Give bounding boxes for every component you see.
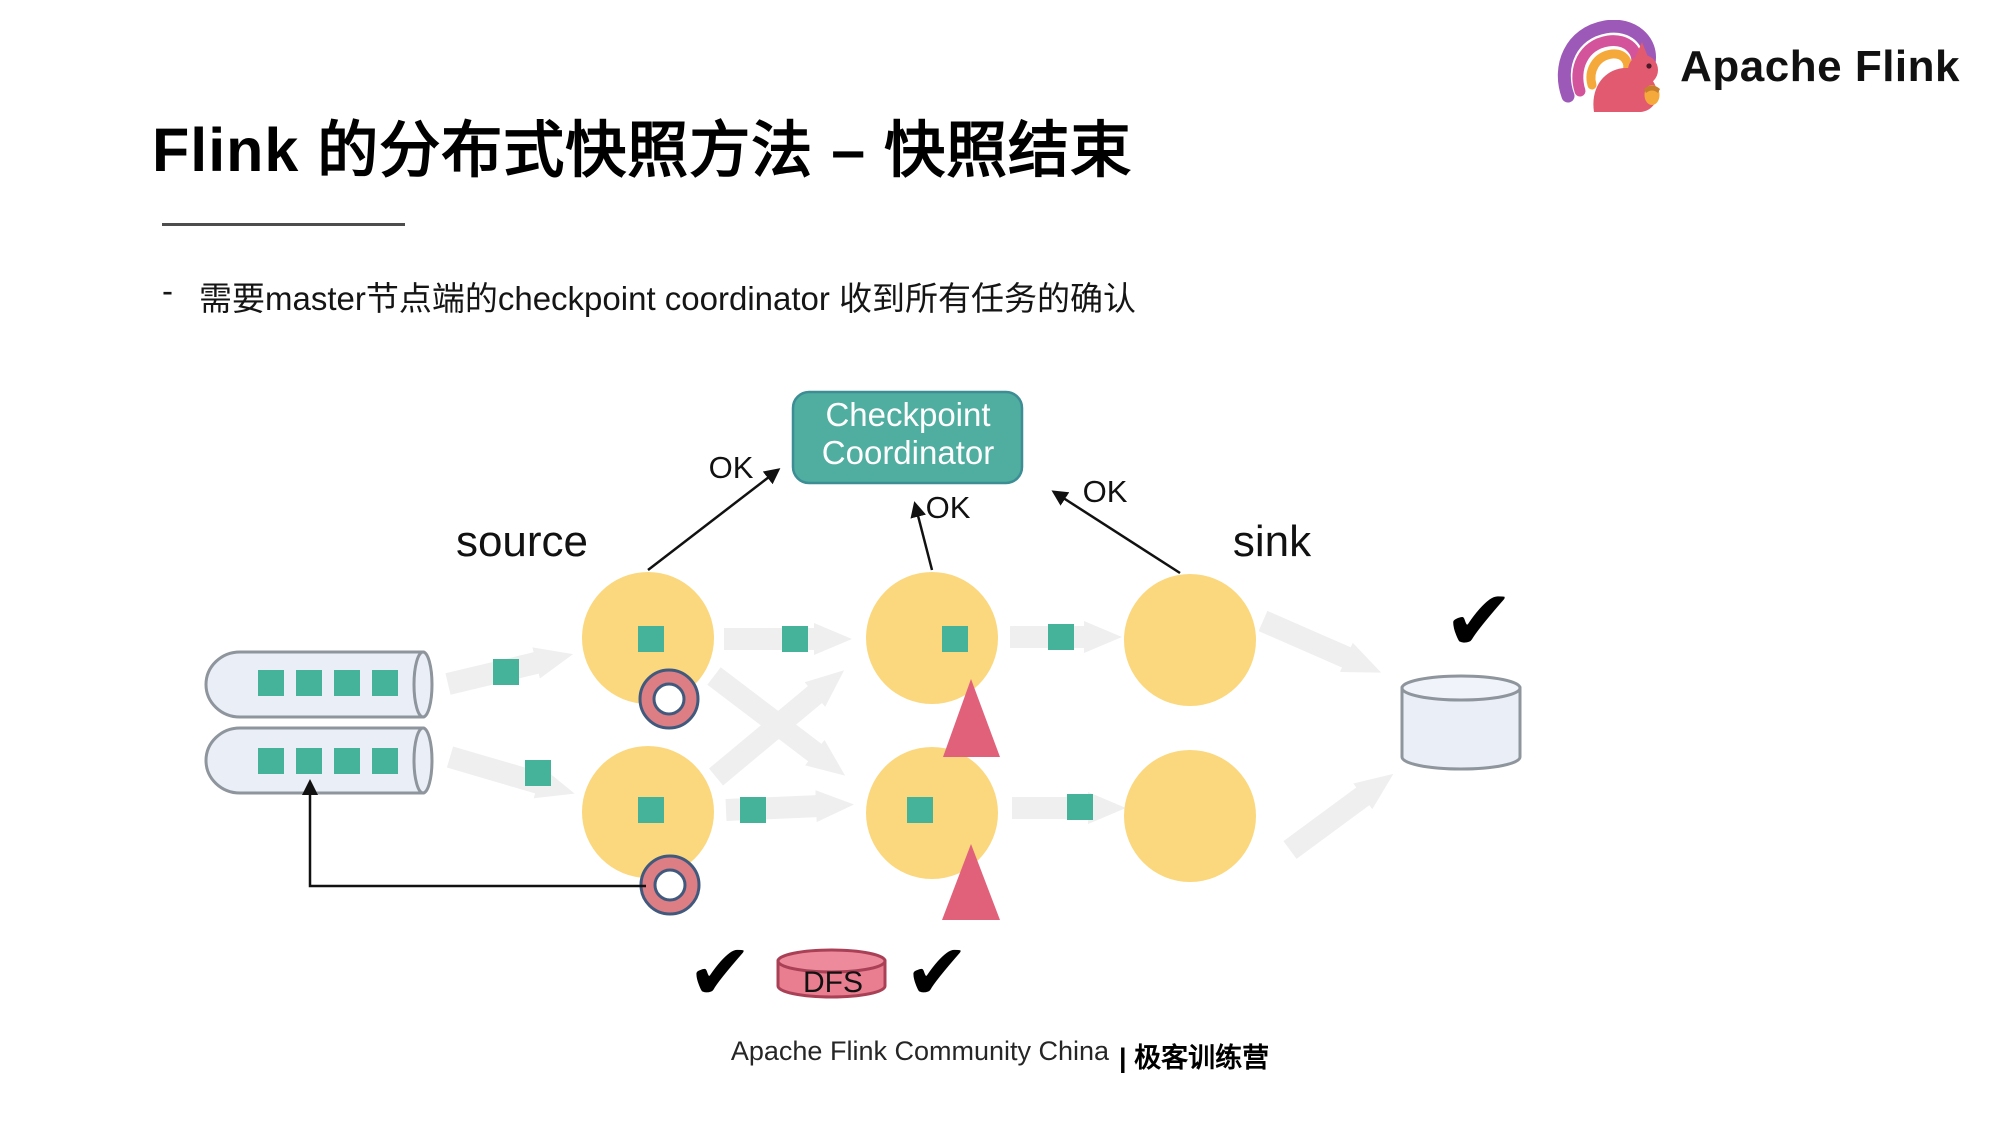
queue2-record-square [258,748,284,774]
ack-arrow-source [647,468,781,571]
flow-arrow-sink1-storage [1258,610,1382,673]
bullet-line: - 需要master节点端的checkpoint coordinator 收到所… [162,272,1136,320]
record-in-map2 [907,797,933,823]
coordinator-label-line2: Coordinator [822,434,994,471]
task-map-1 [866,572,998,704]
queue1-record-square [372,670,398,696]
snapshot-triangle-map2 [942,844,1000,920]
flow-arrow-cross-source2-map1 [708,670,845,786]
ok-label-middle: OK [926,490,971,525]
bullet-marker: - [162,272,173,309]
queue2-record-square [296,748,322,774]
dfs-cylinder: DFS [776,948,887,999]
barrier-ring-source2 [639,854,701,916]
barrier-ring-source1 [638,668,700,730]
queue1-record-square [334,670,360,696]
brand-name: Apache Flink [1680,42,1960,91]
queue1-record-square [258,670,284,696]
queue1-open-end [412,650,434,719]
flink-squirrel-icon [1558,20,1661,112]
queue2-record-square [372,748,398,774]
footer-text: Apache Flink Community China [730,1036,1110,1066]
record-on-arrow [1048,624,1074,650]
input-queue-1 [204,650,434,719]
sink-label: sink [1233,517,1312,566]
source-label: source [456,517,588,566]
record-on-arrow [1067,794,1093,820]
check-icon-storage: ✔ [1443,574,1514,669]
footer-text-bold: | 极客训练营 [1119,1043,1270,1073]
coordinator-label-line1: Checkpoint [825,396,990,433]
apache-flink-logo: Apache Flink [1554,20,1960,114]
dfs-label: DFS [803,966,863,999]
input-queue-2 [204,726,434,795]
queue1-record-square [296,670,322,696]
ok-label-right: OK [1083,474,1128,509]
queue2-open-end [412,726,434,795]
record-on-arrow [782,626,808,652]
page-title: Flink 的分布式快照方法 – 快照结束 [152,116,1133,184]
check-icon-snapshot2: ✔ [904,928,969,1016]
ok-label-left: OK [709,450,754,485]
checkpoint-coordinator-box: Checkpoint Coordinator [791,390,1024,485]
record-in-source2 [638,797,664,823]
bullet-text: 需要master节点端的checkpoint coordinator 收到所有任… [199,280,1137,317]
snapshot-triangle-map1 [943,679,1000,757]
record-on-arrow [525,760,551,786]
record-on-arrow [740,797,766,823]
record-in-map1 [942,626,968,652]
record-on-arrow [493,659,519,685]
footer: Apache Flink Community China | 极客训练营 [0,1036,2000,1075]
check-icon-snapshot1: ✔ [687,928,752,1016]
external-storage-cylinder [1400,674,1522,771]
task-sink-1 [1124,574,1256,706]
ack-arrow-sink [1051,490,1181,575]
record-in-source1 [638,626,664,652]
title-underline [162,223,405,226]
flow-arrow-sink2-storage [1283,773,1394,859]
flow-arrow-cross-source1-map2 [707,667,846,776]
flow-arrows [445,610,1394,859]
ack-arrow-map [910,501,934,571]
task-sink-2 [1124,750,1256,882]
queue2-record-square [334,748,360,774]
offset-pointer-arrow [302,779,646,888]
